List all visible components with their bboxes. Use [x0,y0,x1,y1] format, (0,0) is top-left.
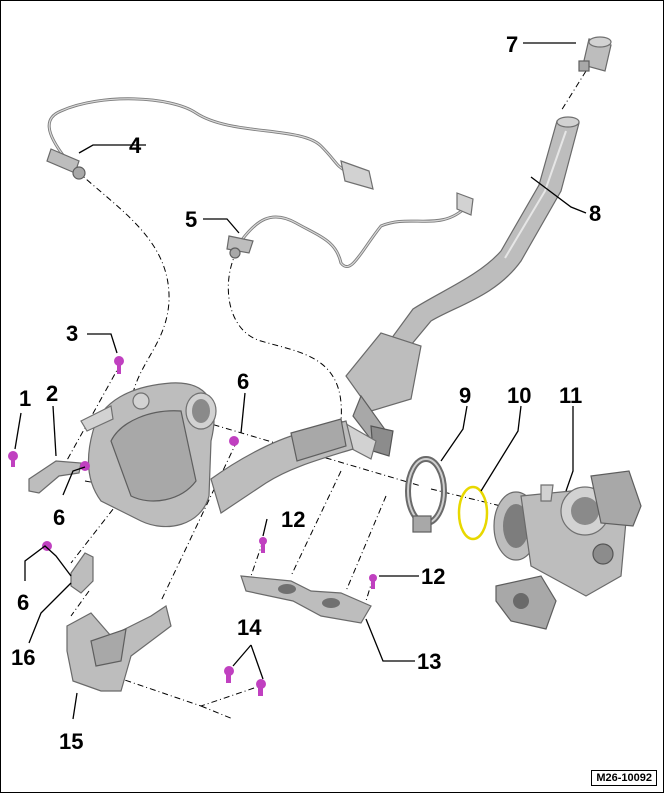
oxygen-sensor-upstream-wire [47,97,374,190]
bolt-icon [224,666,234,683]
oxygen-sensor-upstream [46,148,86,180]
support-bracket-16 [70,552,94,594]
catalytic-converter [80,382,217,528]
bolt-icon [114,356,124,374]
callout-16: 16 [11,645,35,670]
oxygen-sensor-downstream-wire [239,192,474,268]
pipe-end-cap [578,36,612,72]
callout-12b: 12 [421,564,445,589]
callout-11: 11 [559,383,582,408]
leader-lines [14,42,587,720]
middle-converter [336,332,422,460]
callout-2: 2 [46,381,58,406]
callout-5: 5 [185,207,197,232]
lower-support [66,605,172,692]
callout-4: 4 [129,133,142,158]
callout-7: 7 [506,32,518,57]
callout-6c: 6 [17,590,29,615]
gasket-plate [240,575,372,624]
nut-icon [42,541,52,551]
bolt-icon [8,451,18,467]
callout-15: 15 [59,729,83,754]
nut-icon [229,436,239,446]
callout-14: 14 [237,615,262,640]
band-clamp [405,456,447,533]
callout-8: 8 [589,201,601,226]
callout-1: 1 [19,386,31,411]
callout-9: 9 [459,383,471,408]
exhaust-pipe [390,116,580,352]
sensor-connector-icon [340,160,374,190]
bolt-icon [369,574,377,589]
callout-6b: 6 [53,505,65,530]
callout-13: 13 [417,649,441,674]
flex-pipe [210,418,354,514]
callout-10: 10 [507,383,531,408]
turbocharger [493,470,642,630]
nut-icon [80,461,90,471]
seal-ring [457,485,489,541]
callout-6a: 6 [237,369,249,394]
callout-3: 3 [66,321,78,346]
support-bracket-small [28,460,82,494]
callout-labels: 1 2 3 4 5 6 6 6 7 8 9 10 11 12 12 13 14 … [11,32,601,754]
bolt-icon [256,679,266,696]
bolt-icon [259,537,267,553]
callout-12a: 12 [281,507,305,532]
drawing-reference-number: M26-10092 [591,770,657,786]
sensor-connector-icon [456,192,474,216]
oxygen-sensor-downstream [226,235,254,259]
